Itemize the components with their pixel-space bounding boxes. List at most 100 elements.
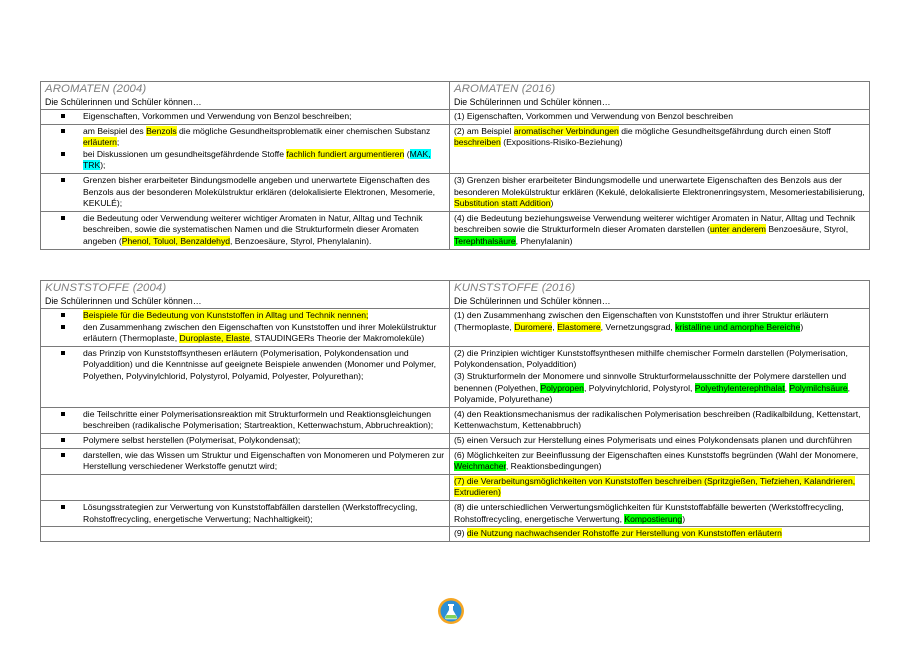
highlighted-text: Elastomere — [557, 321, 601, 332]
aromaten-left-title: AROMATEN (2004) — [45, 83, 147, 95]
left-cell: die Teilschritte einer Polymerisationsre… — [40, 406, 450, 434]
table-row: Lösungsstrategien zur Verwertung von Kun… — [40, 499, 870, 528]
kunststoffe-table: KUNSTSTOFFE (2004) Die Schülerinnen und … — [40, 280, 870, 542]
list-item: darstellen, wie das Wissen um Struktur u… — [45, 450, 445, 473]
right-cell: (2) am Beispiel aromatischer Verbindunge… — [449, 123, 870, 174]
text-segment: bei Diskussionen um gesundheitsgefährden… — [83, 148, 287, 159]
kunststoffe-rows: KUNSTSTOFFE (2004) Die Schülerinnen und … — [40, 280, 870, 542]
text-segment: , — [784, 382, 790, 393]
highlighted-text: unter anderem — [710, 224, 766, 235]
highlighted-text: Weichmacher — [454, 461, 506, 472]
text-segment: ); — [100, 160, 106, 171]
list-item: die Bedeutung oder Verwendung weiterer w… — [45, 213, 445, 248]
text-segment: die Teilschritte einer Polymerisationsre… — [83, 408, 434, 431]
aromaten-left-header: AROMATEN (2004) Die Schülerinnen und Sch… — [40, 81, 450, 110]
kunststoffe-right-title: KUNSTSTOFFE (2016) — [454, 282, 576, 294]
right-cell: (7) die Verarbeitungsmöglichkeiten von K… — [449, 473, 870, 501]
bullet-list: am Beispiel des Benzols die mögliche Ges… — [45, 125, 445, 172]
left-cell — [40, 526, 450, 542]
right-cell: (5) einen Versuch zur Herstellung eines … — [449, 432, 870, 449]
left-cell: darstellen, wie das Wissen um Struktur u… — [40, 447, 450, 475]
aromaten-right-subtitle: Die Schülerinnen und Schüler können… — [454, 97, 611, 107]
table-row: Beispiele für die Bedeutung von Kunststo… — [40, 308, 870, 347]
text-segment: , STAUDINGERs Theorie der Makromoleküle) — [249, 333, 425, 344]
text-segment: (4) die Bedeutung beziehungsweise Verwen… — [454, 212, 856, 235]
list-item: Lösungsstrategien zur Verwertung von Kun… — [45, 502, 445, 525]
bullet-list: Polymere selbst herstellen (Polymerisat,… — [45, 435, 445, 447]
highlighted-text: Beispiele für die Bedeutung von Kunststo… — [83, 310, 369, 320]
highlighted-text: kristalline und amorphe Bereiche — [675, 321, 801, 332]
text-segment: ; — [116, 137, 120, 148]
highlighted-text: Polypropen — [540, 382, 584, 393]
highlighted-text: aromatischer Verbindungen — [513, 125, 619, 136]
highlighted-text: Polyethylenterephthalat — [694, 382, 785, 393]
text-segment: den Zusammenhang zwischen den Eigenschaf… — [83, 321, 437, 344]
text-segment: Polymere selbst herstellen (Polymerisat,… — [83, 434, 301, 445]
right-cell: (3) Grenzen bisher erarbeiteter Bindungs… — [449, 172, 870, 212]
bullet-list: das Prinzip von Kunststoffsynthesen erlä… — [45, 348, 445, 383]
table-row: am Beispiel des Benzols die mögliche Ges… — [40, 123, 870, 174]
kunststoffe-left-title: KUNSTSTOFFE (2004) — [45, 282, 167, 294]
highlighted-text: Substitution statt Addition — [454, 198, 551, 209]
highlighted-text: erläutern — [83, 137, 117, 148]
highlighted-text: (7) die Verarbeitungsmöglichkeiten von K… — [454, 475, 856, 498]
left-cell: am Beispiel des Benzols die mögliche Ges… — [40, 123, 450, 174]
text-segment: Lösungsstrategien zur Verwertung von Kun… — [83, 501, 418, 524]
text-segment: , Polyvinylchlorid, Polystyrol, — [583, 382, 695, 393]
aromaten-right-header: AROMATEN (2016) Die Schülerinnen und Sch… — [449, 81, 870, 110]
bullet-list: Grenzen bisher erarbeiteter Bindungsmode… — [45, 175, 445, 210]
right-cell: (1) den Zusammenhang zwischen den Eigens… — [449, 308, 870, 347]
bullet-list: Beispiele für die Bedeutung von Kunststo… — [45, 310, 445, 345]
text-segment: (8) die unterschiedlichen Verwertungsmög… — [454, 501, 844, 524]
aromaten-left-subtitle: Die Schülerinnen und Schüler können… — [45, 97, 202, 107]
text-segment: die mögliche Gesundheitsproblematik eine… — [176, 125, 431, 136]
list-item: bei Diskussionen um gesundheitsgefährden… — [45, 148, 445, 172]
kunststoffe-right-subtitle: Die Schülerinnen und Schüler können… — [454, 296, 611, 306]
left-cell: Lösungsstrategien zur Verwertung von Kun… — [40, 499, 450, 528]
highlighted-text: Phenol, Toluol, Benzaldehyd — [121, 235, 231, 246]
text-segment: (6) Möglichkeiten zur Beeinflussung der … — [454, 449, 859, 460]
highlighted-text: Duromere — [514, 321, 553, 332]
text-segment: , — [552, 321, 558, 332]
highlighted-text: fachlich fundiert argumentieren — [286, 148, 405, 159]
table-row: (9) die Nutzung nachwachsender Rohstoffe… — [40, 526, 870, 542]
bullet-list: die Teilschritte einer Polymerisationsre… — [45, 409, 445, 432]
left-cell: Eigenschaften, Vorkommen und Verwendung … — [40, 109, 450, 125]
text-segment: (9) — [454, 528, 467, 539]
right-cell: (4) den Reaktionsmechanismus der radikal… — [449, 406, 870, 434]
highlighted-text: Polymilchsäure — [789, 382, 848, 393]
list-item: Polymere selbst herstellen (Polymerisat,… — [45, 435, 445, 447]
bullet-list: darstellen, wie das Wissen um Struktur u… — [45, 450, 445, 473]
left-cell — [40, 473, 450, 501]
text-segment: Eigenschaften, Vorkommen und Verwendung … — [83, 111, 352, 121]
text-segment: , Phenylalanin) — [515, 235, 573, 246]
kunststoffe-left-header: KUNSTSTOFFE (2004) Die Schülerinnen und … — [40, 280, 450, 309]
text-segment: ) — [682, 513, 686, 524]
text-segment: (3) Strukturformeln der Monomere und sin… — [454, 370, 847, 393]
highlighted-text: beschreiben — [454, 137, 501, 148]
list-item: Grenzen bisher erarbeiteter Bindungsmode… — [45, 175, 445, 210]
text-segment: ) — [550, 198, 554, 209]
text-segment: ) — [800, 321, 804, 332]
right-cell: (6) Möglichkeiten zur Beeinflussung der … — [449, 447, 870, 475]
bullet-list: die Bedeutung oder Verwendung weiterer w… — [45, 213, 445, 248]
text-segment: (1) den Zusammenhang zwischen den Eigens… — [454, 310, 829, 332]
text-segment: (Expositions-Risiko-Beziehung) — [500, 137, 623, 148]
table-row: das Prinzip von Kunststoffsynthesen erlä… — [40, 345, 870, 408]
highlighted-text: Kompostierung — [624, 513, 683, 524]
text-segment: die mögliche Gesundheitsgefährdung durch… — [618, 125, 831, 136]
aromaten-header-row: AROMATEN (2004) Die Schülerinnen und Sch… — [40, 81, 870, 110]
table-row: die Teilschritte einer Polymerisationsre… — [40, 406, 870, 434]
left-cell: Beispiele für die Bedeutung von Kunststo… — [40, 308, 450, 347]
text-segment: , Vernetzungsgrad, — [600, 321, 676, 332]
text-segment: darstellen, wie das Wissen um Struktur u… — [83, 449, 445, 472]
right-cell: (2) die Prinzipien wichtiger Kunststoffs… — [449, 345, 870, 408]
text-segment: die Bedeutung oder Verwendung weiterer w… — [83, 212, 423, 246]
bullet-list: Eigenschaften, Vorkommen und Verwendung … — [45, 111, 445, 123]
table-row: darstellen, wie das Wissen um Struktur u… — [40, 447, 870, 475]
list-item: am Beispiel des Benzols die mögliche Ges… — [45, 125, 445, 149]
table-row: die Bedeutung oder Verwendung weiterer w… — [40, 210, 870, 250]
left-cell: Polymere selbst herstellen (Polymerisat,… — [40, 432, 450, 449]
left-cell: Grenzen bisher erarbeiteter Bindungsmode… — [40, 172, 450, 212]
list-item: Beispiele für die Bedeutung von Kunststo… — [45, 310, 445, 322]
